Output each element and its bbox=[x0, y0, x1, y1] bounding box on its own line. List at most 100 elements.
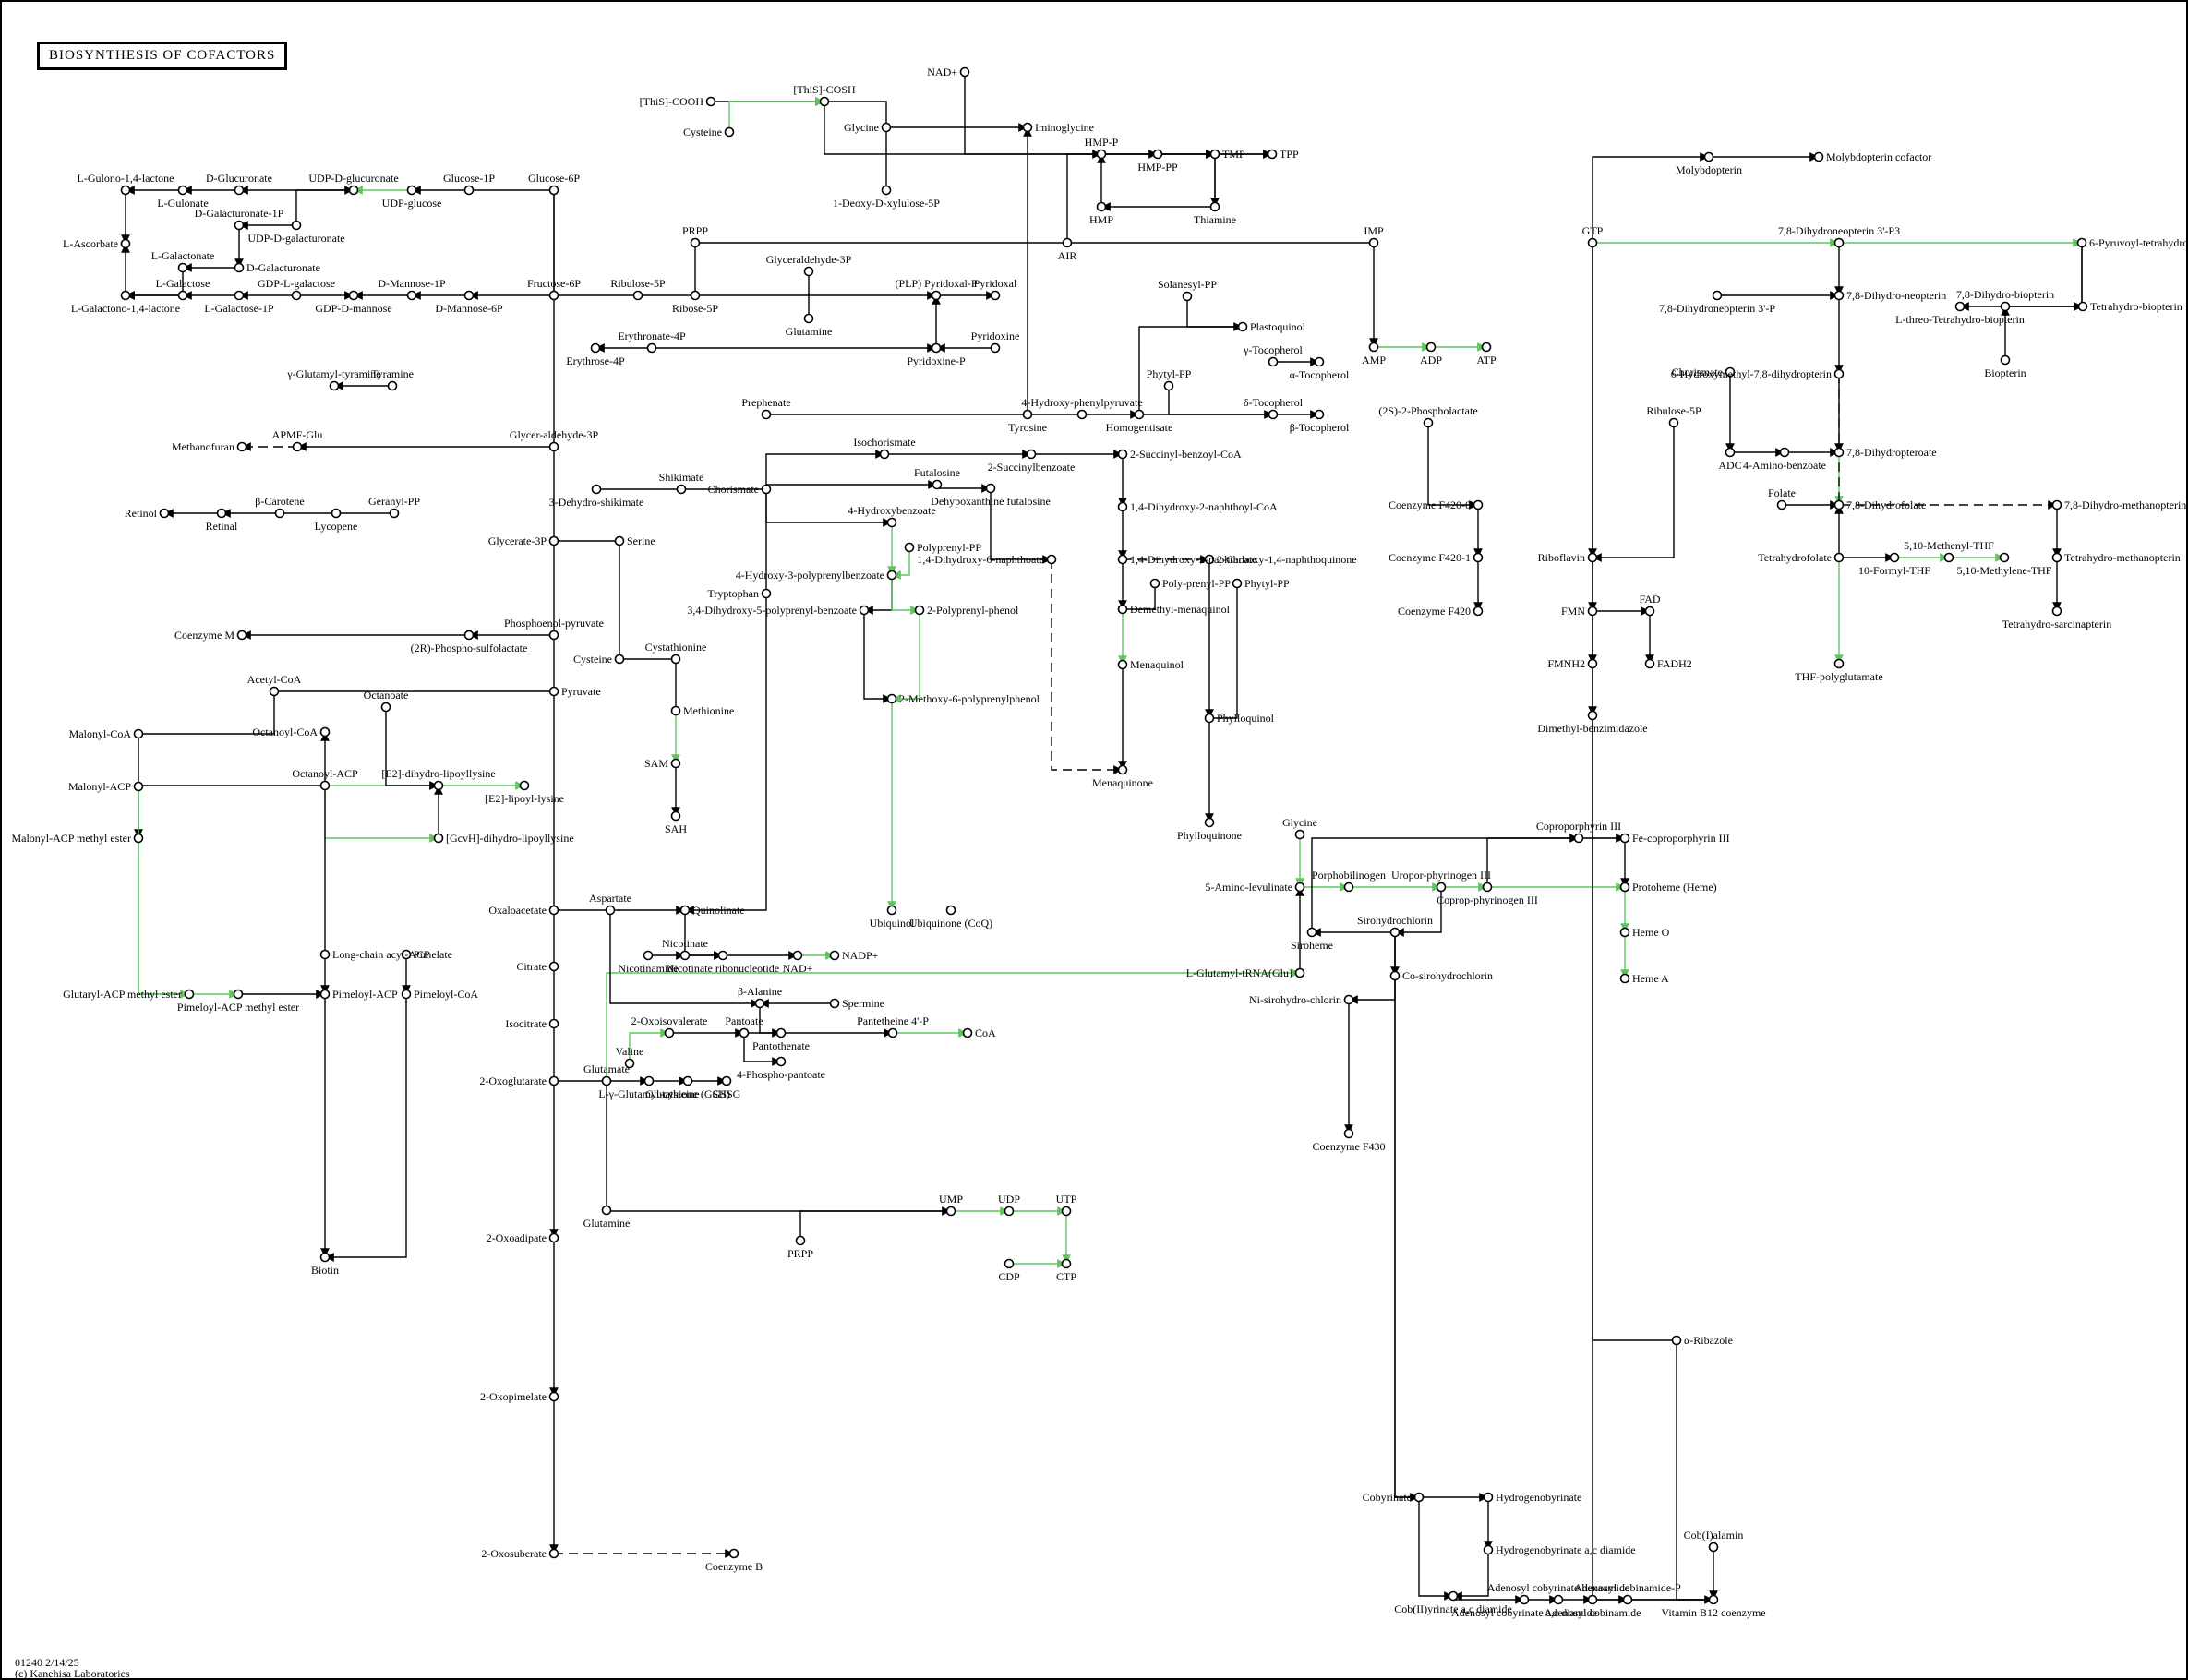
compound-label-gal1p[interactable]: L-Galactose-1P bbox=[204, 302, 274, 315]
compound-node-cosiro[interactable] bbox=[1389, 970, 1401, 981]
compound-node-tpp[interactable] bbox=[1267, 149, 1278, 160]
compound-node-man1p[interactable] bbox=[406, 290, 417, 301]
compound-label-f4200[interactable]: Coenzyme F420-0 bbox=[1389, 498, 1471, 511]
compound-node-prpp2[interactable] bbox=[795, 1235, 806, 1246]
reaction-edge-dhppb-methoxypp[interactable] bbox=[863, 610, 892, 703]
compound-node-molyb[interactable] bbox=[1703, 151, 1714, 162]
compound-label-dhneo[interactable]: 7,8-Dihydro-neopterin bbox=[1846, 289, 1946, 302]
compound-node-oxopimelate[interactable] bbox=[548, 1391, 559, 1402]
compound-label-octanoylcoa[interactable]: Octanoyl-CoA bbox=[252, 726, 318, 738]
compound-label-coenzymem[interactable]: Coenzyme M bbox=[174, 629, 234, 642]
compound-node-utp[interactable] bbox=[1061, 1206, 1072, 1217]
compound-node-thiamine[interactable] bbox=[1209, 201, 1220, 212]
compound-node-methanofuran[interactable] bbox=[236, 441, 247, 452]
compound-label-oxoisoval[interactable]: 2-Oxoisovalerate bbox=[631, 1014, 708, 1027]
compound-label-gly2[interactable]: Glycine bbox=[1282, 816, 1317, 829]
compound-label-fadh2[interactable]: FADH2 bbox=[1657, 657, 1692, 670]
compound-label-amp[interactable]: AMP bbox=[1362, 354, 1386, 366]
compound-label-gtoco[interactable]: γ-Tocopherol bbox=[1243, 343, 1303, 356]
compound-node-sam[interactable] bbox=[670, 758, 681, 769]
compound-node-thmpt[interactable] bbox=[2051, 552, 2062, 563]
compound-node-dh6n[interactable] bbox=[1046, 554, 1057, 565]
compound-label-plp[interactable]: (PLP) Pyridoxal-P bbox=[895, 277, 977, 290]
compound-node-quinolinate[interactable] bbox=[679, 905, 691, 916]
compound-label-coa[interactable]: CoA bbox=[975, 1026, 996, 1039]
compound-label-utp[interactable]: UTP bbox=[1056, 1193, 1077, 1206]
compound-node-ump[interactable] bbox=[945, 1206, 956, 1217]
reaction-edge-hbyrdiam-cob2[interactable] bbox=[1453, 1550, 1489, 1601]
compound-label-glc6p[interactable]: Glucose-6P bbox=[528, 172, 580, 185]
compound-label-demethylmq[interactable]: Demethyl-menaquinol bbox=[1130, 603, 1231, 616]
compound-label-biopterin[interactable]: Biopterin bbox=[1984, 366, 2026, 379]
compound-label-gcvh[interactable]: [GcvH]-dihydro-lipoyllysine bbox=[446, 832, 574, 845]
compound-node-atoco[interactable] bbox=[1314, 356, 1325, 367]
compound-label-pbg[interactable]: Porphobilinogen bbox=[1312, 869, 1386, 882]
compound-node-galA[interactable] bbox=[234, 262, 245, 273]
compound-label-tryptophan[interactable]: Tryptophan bbox=[707, 587, 759, 600]
compound-label-atoco[interactable]: α-Tocopherol bbox=[1290, 368, 1350, 381]
compound-label-valine[interactable]: Valine bbox=[616, 1045, 644, 1058]
compound-node-malonylacpme[interactable] bbox=[133, 833, 144, 844]
compound-node-valine[interactable] bbox=[624, 1058, 635, 1069]
compound-node-glucys[interactable] bbox=[643, 1075, 655, 1086]
compound-label-polyprenylphenol[interactable]: 2-Polyprenyl-phenol bbox=[927, 604, 1019, 617]
compound-node-galactono[interactable] bbox=[120, 290, 131, 301]
compound-label-methionine[interactable]: Methionine bbox=[683, 704, 734, 717]
compound-label-dhna[interactable]: 1,4-Dihydroxy-2-naphthoate bbox=[1130, 553, 1257, 566]
compound-label-gssg[interactable]: GSSG bbox=[713, 1087, 741, 1100]
compound-label-succinylbenzoate[interactable]: 2-Succinylbenzoate bbox=[988, 461, 1076, 474]
compound-label-pyruvate[interactable]: Pyruvate bbox=[561, 685, 601, 698]
compound-label-siroheme[interactable]: Siroheme bbox=[1291, 939, 1333, 952]
compound-label-cystathionine[interactable]: Cystathionine bbox=[645, 641, 707, 654]
compound-label-thspt[interactable]: Tetrahydro-sarcinapterin bbox=[2002, 618, 2111, 630]
compound-label-glutamine[interactable]: Glutamine bbox=[583, 1217, 631, 1230]
compound-label-octanoylacp[interactable]: Octanoyl-ACP bbox=[292, 767, 358, 780]
compound-node-glutamine[interactable] bbox=[601, 1205, 612, 1216]
compound-node-molybcof[interactable] bbox=[1813, 151, 1824, 162]
compound-node-phytylpp1[interactable] bbox=[1163, 380, 1174, 391]
compound-label-cysteine[interactable]: Cysteine bbox=[573, 653, 612, 666]
compound-label-b12[interactable]: Vitamin B12 coenzyme bbox=[1661, 1606, 1765, 1619]
compound-label-dh6n[interactable]: 1,4-Dihydroxy-6-naphthoate bbox=[917, 553, 1044, 566]
compound-label-lthreo[interactable]: L-threo-Tetrahydro-biopterin bbox=[1895, 313, 2025, 326]
reaction-edge-aspartate-balanine[interactable] bbox=[609, 910, 760, 1008]
compound-node-hbyrdiam[interactable] bbox=[1483, 1544, 1494, 1555]
compound-node-f430[interactable] bbox=[1343, 1128, 1354, 1139]
compound-node-gssg[interactable] bbox=[721, 1075, 732, 1086]
reaction-edge-malonylacp-pimeloylacpme[interactable] bbox=[138, 786, 238, 999]
compound-node-methoxypp[interactable] bbox=[886, 693, 897, 704]
compound-label-oxosuberate[interactable]: 2-Oxosuberate bbox=[481, 1547, 547, 1560]
compound-label-gulonate[interactable]: L-Gulonate bbox=[157, 197, 208, 210]
compound-node-futalosine[interactable] bbox=[932, 479, 943, 490]
compound-node-dhnp1[interactable] bbox=[1712, 290, 1723, 301]
compound-node-phospholactate[interactable] bbox=[1423, 417, 1434, 428]
compound-label-cobyrinate[interactable]: Cobyrinate bbox=[1363, 1491, 1412, 1504]
compound-label-galactose[interactable]: L-Galactose bbox=[156, 277, 210, 290]
compound-node-fmn[interactable] bbox=[1587, 606, 1598, 617]
reaction-edge-octanoate-e2dhl[interactable] bbox=[385, 707, 439, 790]
reaction-edge-air-hmpp[interactable] bbox=[1066, 150, 1101, 243]
compound-node-methylenethf[interactable] bbox=[1999, 552, 2010, 563]
compound-node-imp[interactable] bbox=[1368, 237, 1379, 248]
compound-node-cystathionine[interactable] bbox=[670, 654, 681, 665]
compound-node-methenylthf[interactable] bbox=[1943, 552, 1954, 563]
compound-node-fecopro[interactable] bbox=[1619, 833, 1630, 844]
compound-node-pimeloylacp[interactable] bbox=[319, 989, 331, 1000]
compound-node-solanesylpp[interactable] bbox=[1182, 291, 1193, 302]
compound-node-nadp[interactable] bbox=[829, 950, 840, 961]
compound-label-fmn[interactable]: FMN bbox=[1561, 605, 1585, 618]
reaction-edge-hppb-polyprenylphenol[interactable] bbox=[891, 575, 920, 615]
reaction-edge-balanine-pantothenate[interactable] bbox=[759, 1003, 781, 1034]
compound-node-gsh[interactable] bbox=[682, 1075, 693, 1086]
compound-label-hmdhp[interactable]: 6-Hydroxymethyl-7,8-dihydropterin bbox=[1671, 367, 1832, 380]
compound-label-polyprenylpp[interactable]: Polyprenyl-PP bbox=[917, 541, 981, 554]
compound-node-adocbip[interactable] bbox=[1622, 1594, 1633, 1605]
compound-node-ribu5p[interactable] bbox=[632, 290, 643, 301]
compound-label-ala[interactable]: 5-Amino-levulinate bbox=[1205, 881, 1292, 894]
compound-label-glutrna[interactable]: L-Glutamyl-tRNA(Glu) bbox=[1186, 966, 1292, 979]
compound-label-gdpgal[interactable]: GDP-L-galactose bbox=[258, 277, 335, 290]
reaction-edge-glutamate-glutrna[interactable] bbox=[606, 968, 1300, 1081]
compound-node-glutamate[interactable] bbox=[601, 1075, 612, 1086]
compound-node-adp[interactable] bbox=[1425, 342, 1437, 353]
compound-node-thf[interactable] bbox=[1833, 552, 1845, 563]
